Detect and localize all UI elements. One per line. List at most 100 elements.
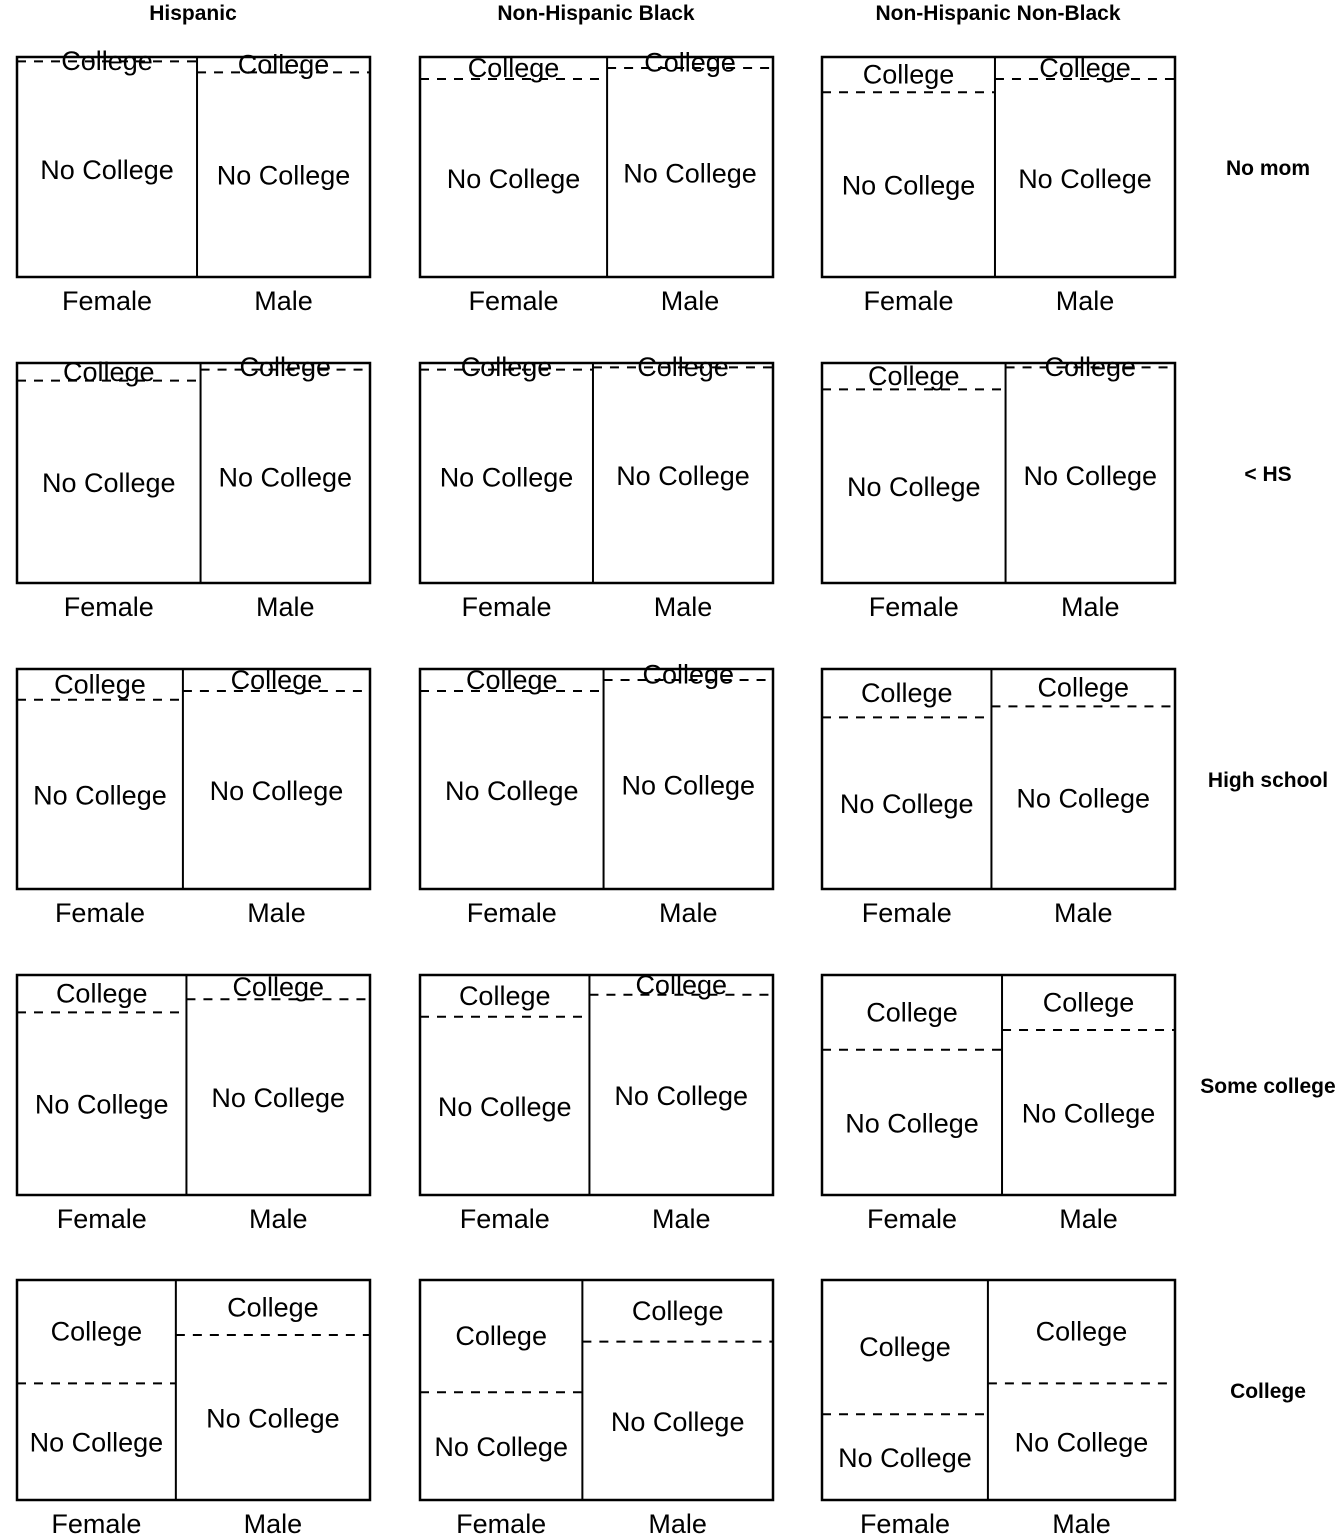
x-label-female: Female: [51, 1509, 141, 1536]
x-label-male: Male: [1052, 1509, 1111, 1536]
college-label-female: College: [866, 997, 958, 1027]
college-label-male: College: [1043, 988, 1135, 1018]
x-label-female: Female: [456, 1509, 546, 1536]
college-label-male: College: [644, 48, 736, 78]
college-label-female: College: [859, 1332, 951, 1362]
college-label-female: College: [63, 357, 155, 387]
no-college-label-female: No College: [33, 780, 167, 810]
no-college-label-male: No College: [1022, 1099, 1156, 1129]
college-label-female: College: [455, 1321, 547, 1351]
college-label-female: College: [54, 669, 146, 699]
column-title-non-hispanic-non-black: Non-Hispanic Non-Black: [875, 2, 1120, 25]
college-label-male: College: [227, 1293, 319, 1323]
x-label-female: Female: [460, 1204, 550, 1234]
panel-frame: [820, 973, 1177, 1197]
x-label-male: Male: [249, 1204, 308, 1234]
college-label-female: College: [56, 979, 148, 1009]
x-label-female: Female: [461, 592, 551, 622]
no-college-label-female: No College: [42, 468, 176, 498]
row-label-some-college: Some college: [1200, 1075, 1335, 1098]
x-label-male: Male: [648, 1509, 707, 1536]
no-college-label-male: No College: [210, 776, 344, 806]
panel-frame: [15, 667, 372, 891]
x-label-female: Female: [860, 1509, 950, 1536]
panel-frame: [15, 973, 372, 1197]
no-college-label-male: No College: [1015, 1428, 1149, 1458]
no-college-label-female: No College: [445, 776, 579, 806]
x-label-female: Female: [467, 898, 557, 928]
panel-frame: [418, 667, 775, 891]
no-college-label-male: No College: [218, 462, 352, 492]
college-label-male: College: [1036, 1317, 1128, 1347]
no-college-label-male: No College: [211, 1083, 345, 1113]
no-college-label-male: No College: [1016, 784, 1150, 814]
college-label-male: College: [637, 352, 729, 382]
x-label-male: Male: [1059, 1204, 1118, 1234]
panel-frame: [820, 667, 1177, 891]
x-label-male: Male: [654, 592, 713, 622]
panel-frame: [418, 1278, 775, 1502]
college-label-male: College: [238, 50, 330, 80]
college-label-female: College: [868, 361, 960, 391]
no-college-label-female: No College: [840, 789, 974, 819]
x-label-female: Female: [62, 286, 152, 316]
college-label-male: College: [1044, 352, 1136, 382]
panel-frame: [418, 55, 775, 279]
x-label-female: Female: [869, 592, 959, 622]
panel-frame: [820, 361, 1177, 585]
panel-frame: [15, 55, 372, 279]
college-label-male: College: [1037, 673, 1129, 703]
x-label-male: Male: [1054, 898, 1113, 928]
row-label-college: College: [1230, 1380, 1306, 1403]
x-label-female: Female: [867, 1204, 957, 1234]
college-label-female: College: [863, 60, 955, 90]
panel-frame: [15, 1278, 372, 1502]
college-label-male: College: [632, 1296, 724, 1326]
x-label-female: Female: [55, 898, 145, 928]
no-college-label-male: No College: [1018, 164, 1152, 194]
no-college-label-male: No College: [614, 1081, 748, 1111]
no-college-label-female: No College: [838, 1443, 972, 1473]
x-label-female: Female: [469, 286, 559, 316]
row-label-hs: < HS: [1244, 463, 1291, 486]
no-college-label-male: No College: [206, 1404, 340, 1434]
column-title-non-hispanic-black: Non-Hispanic Black: [497, 2, 695, 25]
college-label-female: College: [61, 46, 153, 76]
college-label-male: College: [239, 352, 331, 382]
no-college-label-female: No College: [35, 1090, 169, 1120]
x-label-female: Female: [863, 286, 953, 316]
college-label-male: College: [232, 972, 324, 1002]
no-college-label-male: No College: [611, 1407, 745, 1437]
x-label-male: Male: [244, 1509, 303, 1536]
x-label-male: Male: [659, 898, 718, 928]
column-title-hispanic: Hispanic: [149, 2, 237, 25]
panel-frame: [820, 55, 1177, 279]
college-label-female: College: [51, 1317, 143, 1347]
no-college-label-male: No College: [1023, 461, 1157, 491]
no-college-label-female: No College: [842, 171, 976, 201]
row-label-high-school: High school: [1208, 769, 1328, 792]
x-label-female: Female: [862, 898, 952, 928]
college-label-female: College: [459, 981, 551, 1011]
no-college-label-male: No College: [621, 771, 755, 801]
no-college-label-male: No College: [623, 159, 757, 189]
x-label-male: Male: [1056, 286, 1115, 316]
x-label-male: Male: [661, 286, 720, 316]
x-label-female: Female: [64, 592, 154, 622]
x-label-male: Male: [652, 1204, 711, 1234]
no-college-label-male: No College: [616, 461, 750, 491]
panel-frame: [820, 1278, 1177, 1502]
no-college-label-female: No College: [440, 462, 574, 492]
x-label-male: Male: [247, 898, 306, 928]
x-label-female: Female: [57, 1204, 147, 1234]
x-label-male: Male: [1061, 592, 1120, 622]
panel-frame: [418, 973, 775, 1197]
no-college-label-female: No College: [30, 1428, 164, 1458]
row-label-no-mom: No mom: [1226, 157, 1310, 180]
college-label-male: College: [642, 660, 734, 690]
no-college-label-female: No College: [847, 472, 981, 502]
panel-frame: [418, 361, 775, 585]
no-college-label-female: No College: [845, 1108, 979, 1138]
panel-frame: [15, 361, 372, 585]
